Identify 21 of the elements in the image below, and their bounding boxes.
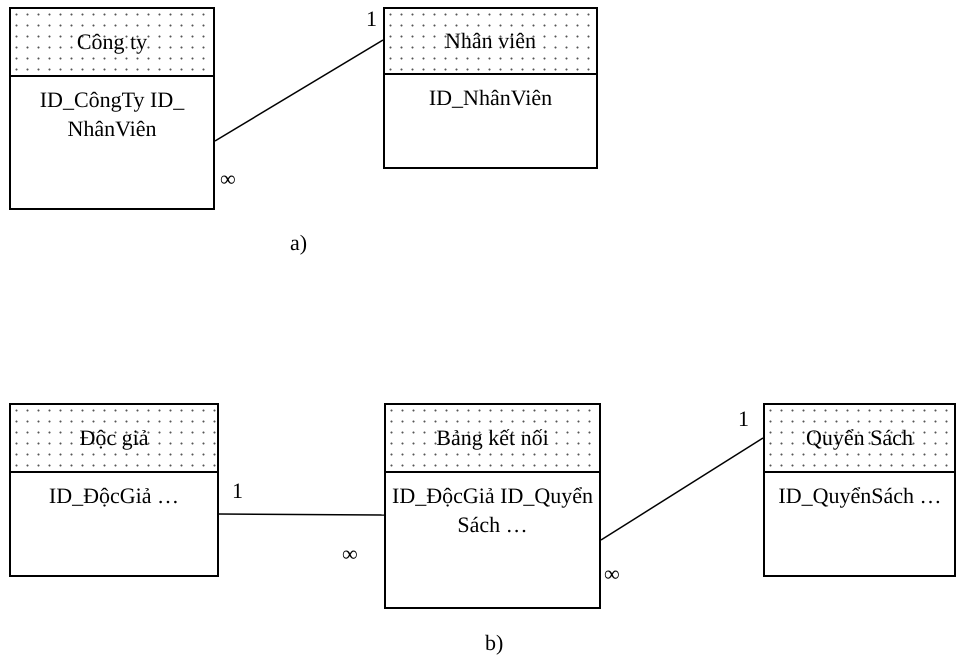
diagram-label: a) xyxy=(290,232,308,254)
diagram-label: ∞ xyxy=(604,563,620,585)
relationship-line xyxy=(600,437,764,541)
entity-table xyxy=(9,7,215,210)
field-list: ID_CôngTy ID_NhânViên xyxy=(32,85,192,143)
entity-table xyxy=(763,403,956,577)
entity-table xyxy=(384,403,601,609)
relationship-line xyxy=(219,513,384,516)
diagram-label: ∞ xyxy=(342,543,358,565)
diagram-label: 1 xyxy=(738,408,749,430)
entity-table xyxy=(383,7,598,169)
entity-table xyxy=(9,403,219,577)
field-list: ID_NhânViên xyxy=(416,83,566,112)
field-list: ID_ĐộcGiả … xyxy=(14,481,214,510)
diagram-label: ∞ xyxy=(220,168,236,190)
field-list: ID_ĐộcGiả ID_QuyểnSách … xyxy=(388,481,598,539)
diagram-label: b) xyxy=(485,632,504,654)
relationship-line xyxy=(214,39,384,142)
diagram-label: 1 xyxy=(232,480,243,502)
field-list: ID_QuyểnSách … xyxy=(765,481,955,510)
diagram-label: 1 xyxy=(366,8,377,30)
